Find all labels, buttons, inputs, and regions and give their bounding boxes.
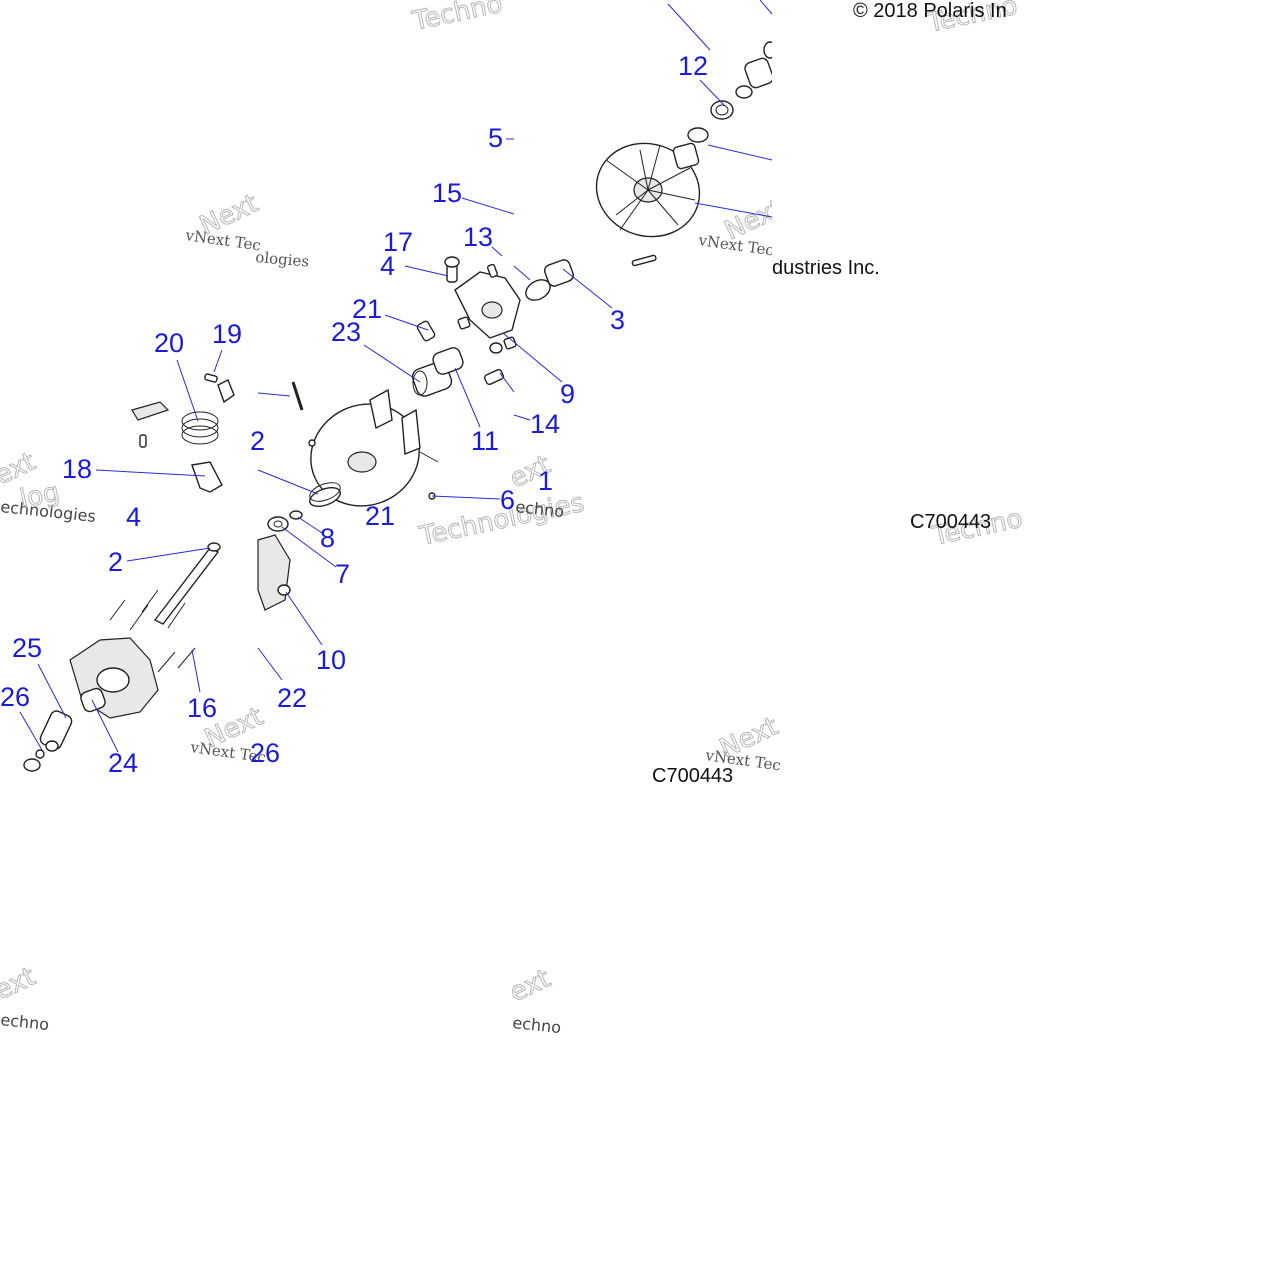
- spider-assembly: [416, 254, 657, 386]
- callout-10: 10: [316, 645, 346, 675]
- part-drawings: [23, 41, 777, 772]
- cover-plate: [23, 637, 159, 772]
- leader-25: [37, 663, 67, 719]
- callout-18: 18: [62, 454, 92, 484]
- center-bolt: [109, 542, 221, 673]
- callout-19: 19: [212, 319, 242, 349]
- watermark-ologies-left: ologies: [255, 248, 310, 271]
- callout-13: 13: [463, 222, 493, 252]
- callout-5: 5: [488, 123, 503, 153]
- leader-4: [404, 265, 449, 277]
- callout-11: 11: [471, 426, 499, 456]
- callout-7: 7: [335, 559, 350, 589]
- callout-26-lower: 26: [250, 738, 280, 768]
- leader-sheave: [694, 202, 773, 218]
- callout-12: 12: [678, 51, 708, 81]
- bearing-group-top: [687, 41, 777, 143]
- callout-16: 16: [187, 693, 217, 723]
- leader-13: [491, 246, 503, 257]
- figure-code: C700443: [910, 511, 991, 533]
- callout-6: 6: [500, 485, 515, 515]
- leader-12: [699, 79, 725, 106]
- callout-15: 15: [432, 178, 462, 208]
- pin-top: [291, 381, 304, 411]
- leader-10: [285, 591, 323, 646]
- callout-2-upper: 2: [250, 426, 265, 456]
- callout-8: 8: [320, 523, 335, 553]
- leader-pin: [257, 392, 291, 397]
- leader-7: [281, 526, 337, 568]
- leader-15: [461, 197, 515, 215]
- callout-21: 21: [352, 294, 382, 324]
- leader-11: [454, 367, 481, 428]
- leader-20: [176, 359, 199, 422]
- copyright-text: © 2018 Polaris In: [853, 0, 1007, 22]
- leader-18: [95, 469, 206, 477]
- leader-2-upper: [257, 469, 319, 495]
- watermark-layer: Techno Techno vNext Tec Next ologies vNe…: [0, 0, 1026, 1037]
- leader-6: [431, 495, 501, 500]
- callout-labels: 12 5 15 13 17 4 3 21 23 19 20 9 14 11 2 …: [0, 51, 708, 778]
- leader-8: [297, 516, 323, 534]
- tile-masks: [772, 0, 852, 260]
- roller-weights: [131, 373, 341, 532]
- callout-9: 9: [560, 379, 575, 409]
- callout-14: 14: [530, 409, 560, 439]
- callout-23: 23: [331, 317, 361, 347]
- callout-3: 3: [610, 305, 625, 335]
- watermark-technologies-top: Techno: [409, 0, 505, 37]
- leader-21: [384, 314, 429, 331]
- watermark-echno-center: echno: [515, 497, 565, 521]
- leader-3: [562, 268, 613, 309]
- callout-22: 22: [277, 683, 307, 713]
- watermark-echno-bottomcenter: echno: [512, 1013, 562, 1037]
- callout-26: 26: [0, 682, 30, 712]
- leader-23: [363, 344, 421, 383]
- watermark-ext-bottomleft: ext: [0, 962, 40, 1007]
- leader-14: [499, 372, 515, 393]
- movable-sheave: [308, 388, 439, 507]
- callout-1: 1: [538, 466, 553, 496]
- helix-bracket: [257, 534, 291, 611]
- leader-top-right: [759, 0, 773, 15]
- leader-22: [257, 647, 283, 681]
- figure-code-partial: C700443: [652, 765, 733, 787]
- leader-sheave-shaft: [707, 144, 773, 161]
- leader-top: [667, 3, 711, 51]
- callout-25: 25: [12, 633, 42, 663]
- leader-24: [91, 699, 119, 753]
- leader-14b: [513, 414, 531, 421]
- leader-16: [191, 649, 201, 693]
- callout-4-left: 4: [126, 502, 141, 532]
- watermark-echno-bottomleft: echno: [0, 1010, 50, 1034]
- callout-4: 4: [380, 251, 395, 281]
- company-name-fragment: dustries Inc.: [772, 257, 880, 279]
- leader-13b: [513, 265, 531, 281]
- callout-24: 24: [108, 748, 138, 778]
- bushings: [411, 347, 464, 397]
- leader-lines: [19, 0, 773, 753]
- callout-2: 2: [108, 547, 123, 577]
- leader-9: [502, 332, 563, 383]
- callout-17: 17: [383, 227, 413, 257]
- watermark-ext-bottomcenter: ext: [505, 964, 555, 1009]
- callout-21-lower: 21: [365, 501, 395, 531]
- leader-2: [126, 547, 211, 562]
- callout-20: 20: [154, 328, 184, 358]
- leader-26: [19, 711, 43, 751]
- leader-19: [213, 349, 223, 373]
- stationary-sheave: [595, 142, 701, 238]
